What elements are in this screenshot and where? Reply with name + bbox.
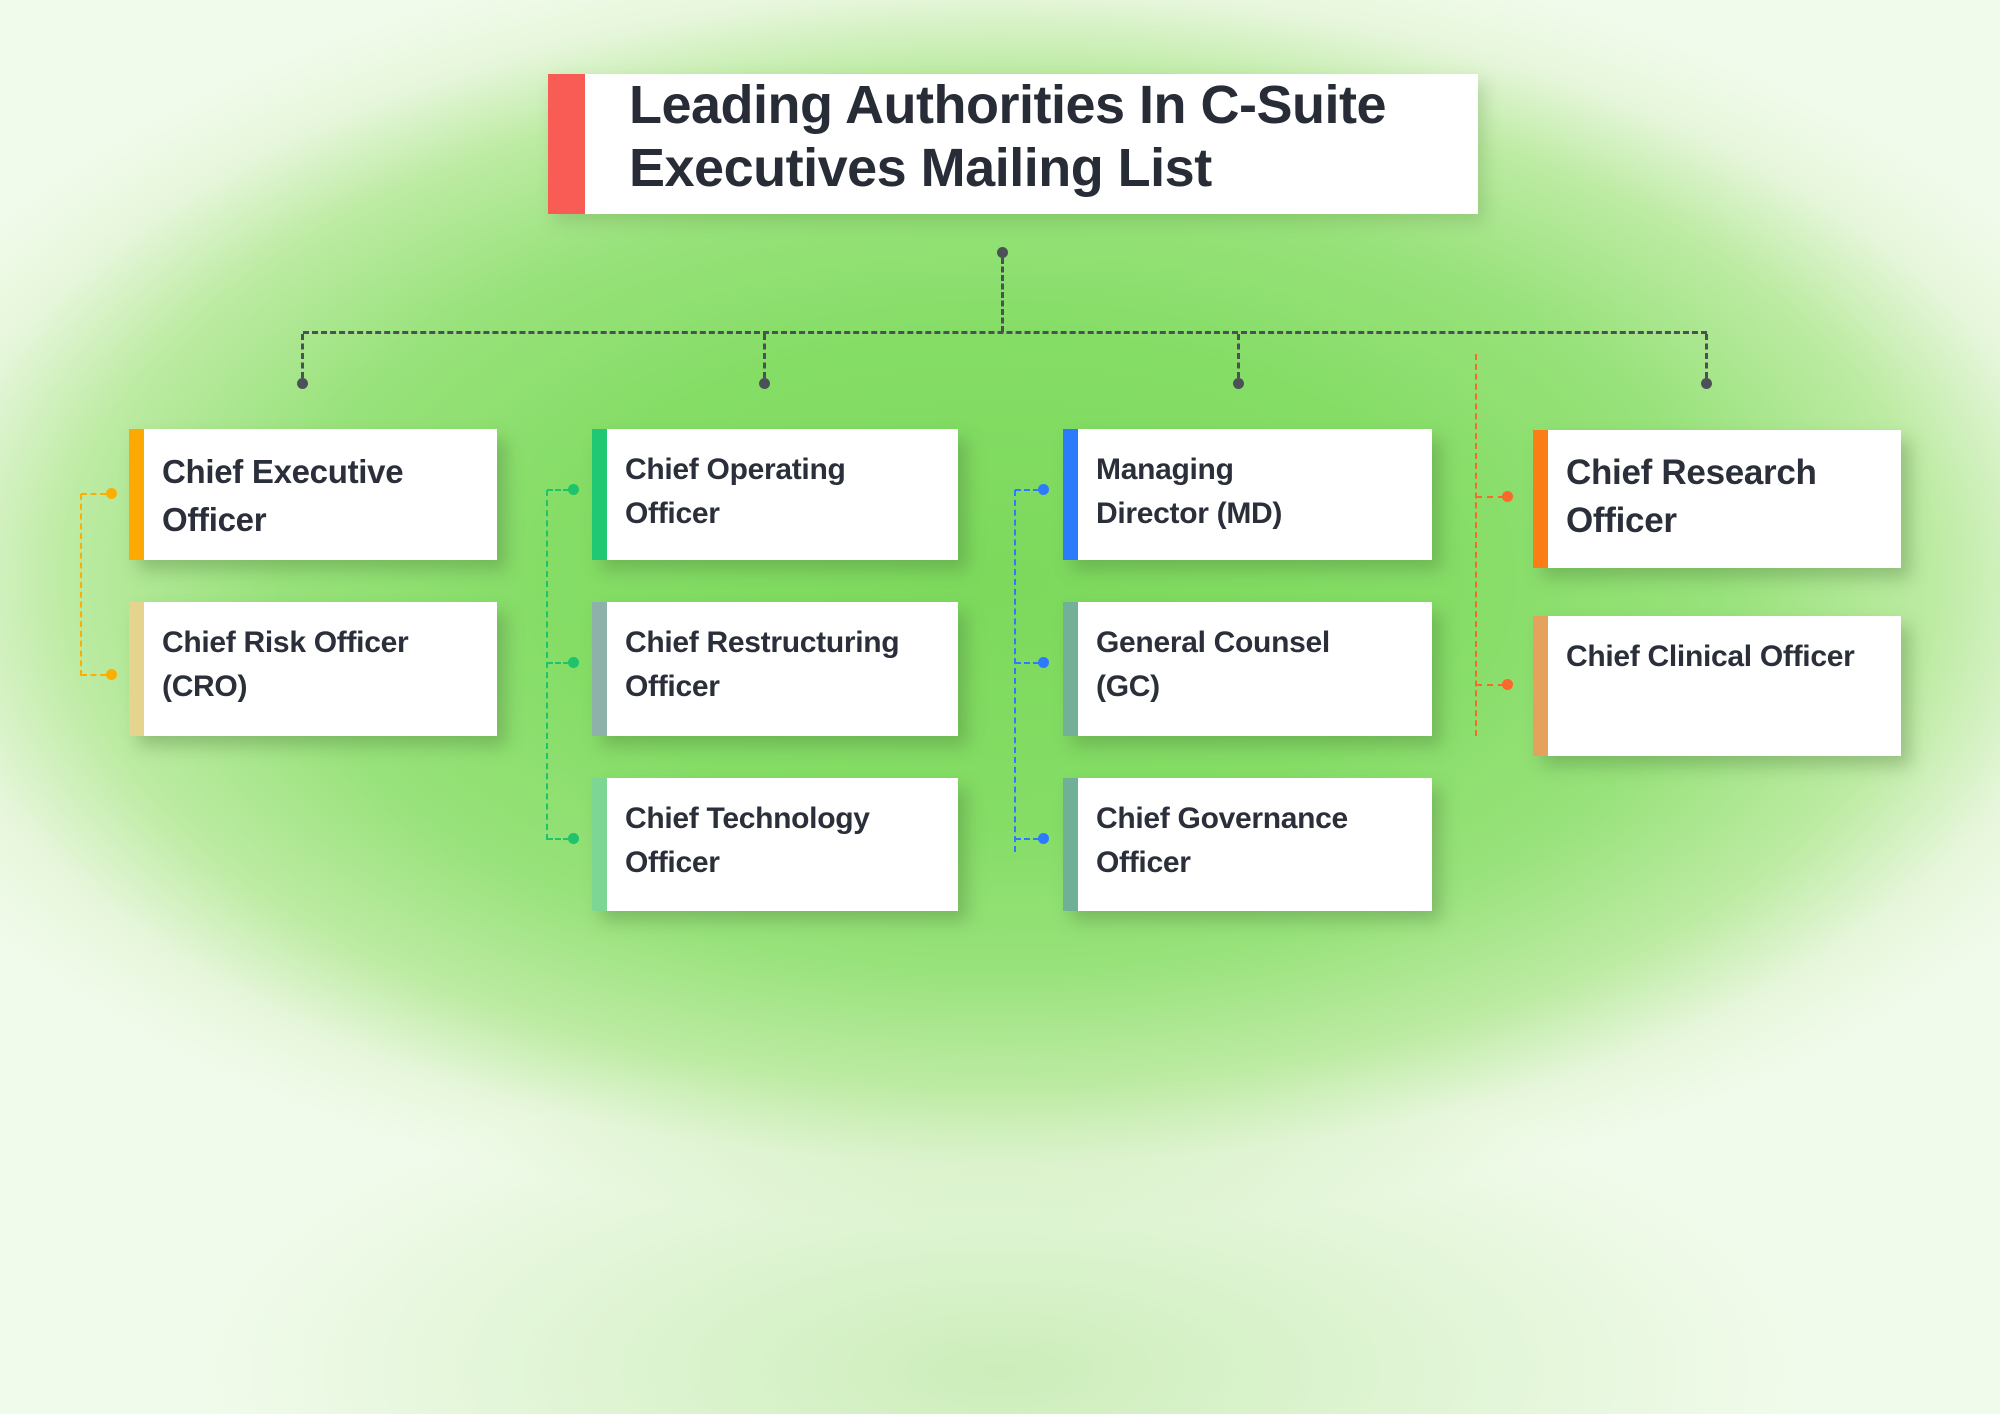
- tree-drop-dot-col3: [1233, 378, 1244, 389]
- node-general-counsel: General Counsel (GC): [1063, 602, 1432, 736]
- node-label: Chief Operating Officer: [625, 453, 846, 530]
- tree-drop-col2: [763, 334, 766, 378]
- node-chief-governance-officer: Chief Governance Officer: [1063, 778, 1432, 911]
- bracket-dot: [1038, 833, 1049, 844]
- bracket-dot: [568, 657, 579, 668]
- accent-bar: [592, 602, 607, 736]
- bracket-dot: [568, 484, 579, 495]
- node-chief-technology-officer: Chief Technology Officer: [592, 778, 958, 911]
- bracket-dot: [1038, 484, 1049, 495]
- node-chief-clinical-officer: Chief Clinical Officer: [1533, 616, 1901, 756]
- node-label: Chief Executive Officer: [162, 453, 404, 538]
- bracket-dot: [1502, 491, 1513, 502]
- bracket-dot: [1502, 679, 1513, 690]
- title-card: Leading Authorities In C-Suite Executive…: [548, 74, 1478, 214]
- bracket-stub: [1015, 838, 1039, 840]
- bracket-stub: [81, 674, 106, 676]
- node-label: Chief Restructuring Officer: [625, 626, 900, 703]
- tree-drop-dot-col2: [759, 378, 770, 389]
- tree-root-dot: [997, 247, 1008, 258]
- accent-bar: [1063, 602, 1078, 736]
- node-label: Chief Risk Officer (CRO): [162, 626, 409, 703]
- node-label: Managing Director (MD): [1096, 453, 1283, 530]
- tree-drop-dot-col1: [297, 378, 308, 389]
- accent-bar: [1063, 429, 1078, 560]
- bracket-stub: [81, 493, 106, 495]
- node-chief-operating-officer: Chief Operating Officer: [592, 429, 958, 560]
- node-label: Chief Governance Officer: [1096, 802, 1348, 879]
- title-accent-bar: [548, 74, 585, 214]
- node-label: Chief Clinical Officer: [1566, 640, 1855, 673]
- accent-bar: [1533, 430, 1548, 568]
- node-chief-restructuring-officer: Chief Restructuring Officer: [592, 602, 958, 736]
- node-label: Chief Technology Officer: [625, 802, 870, 879]
- accent-bar: [592, 778, 607, 911]
- accent-bar: [1063, 778, 1078, 911]
- accent-bar: [129, 602, 144, 736]
- bracket-line: [546, 490, 548, 840]
- bracket-dot: [106, 488, 117, 499]
- accent-bar: [592, 429, 607, 560]
- node-chief-risk-officer: Chief Risk Officer (CRO): [129, 602, 497, 736]
- bracket-line: [1475, 354, 1477, 736]
- node-managing-director: Managing Director (MD): [1063, 429, 1432, 560]
- bracket-dot: [106, 669, 117, 680]
- bracket-stub: [1476, 684, 1504, 686]
- accent-bar: [129, 429, 144, 560]
- accent-bar: [1533, 616, 1548, 756]
- bracket-stub: [547, 838, 569, 840]
- node-chief-research-officer: Chief Research Officer: [1533, 430, 1901, 568]
- bracket-stub: [547, 489, 569, 491]
- tree-drop-dot-col4: [1701, 378, 1712, 389]
- tree-horizontal-line: [303, 331, 1707, 334]
- tree-drop-col4: [1705, 334, 1708, 378]
- node-label: General Counsel (GC): [1096, 626, 1330, 703]
- bracket-line: [1014, 490, 1016, 852]
- node-label: Chief Research Officer: [1566, 453, 1817, 541]
- bracket-stub: [1476, 496, 1504, 498]
- node-chief-executive-officer: Chief Executive Officer: [129, 429, 497, 560]
- page-title: Leading Authorities In C-Suite Executive…: [629, 75, 1387, 198]
- bracket-line: [80, 494, 82, 676]
- tree-drop-col1: [301, 334, 304, 378]
- bracket-stub: [547, 662, 569, 664]
- tree-drop-col3: [1237, 334, 1240, 378]
- bracket-stub: [1015, 662, 1039, 664]
- tree-root-line: [1001, 258, 1004, 332]
- bracket-dot: [568, 833, 579, 844]
- bracket-stub: [1015, 489, 1039, 491]
- bracket-dot: [1038, 657, 1049, 668]
